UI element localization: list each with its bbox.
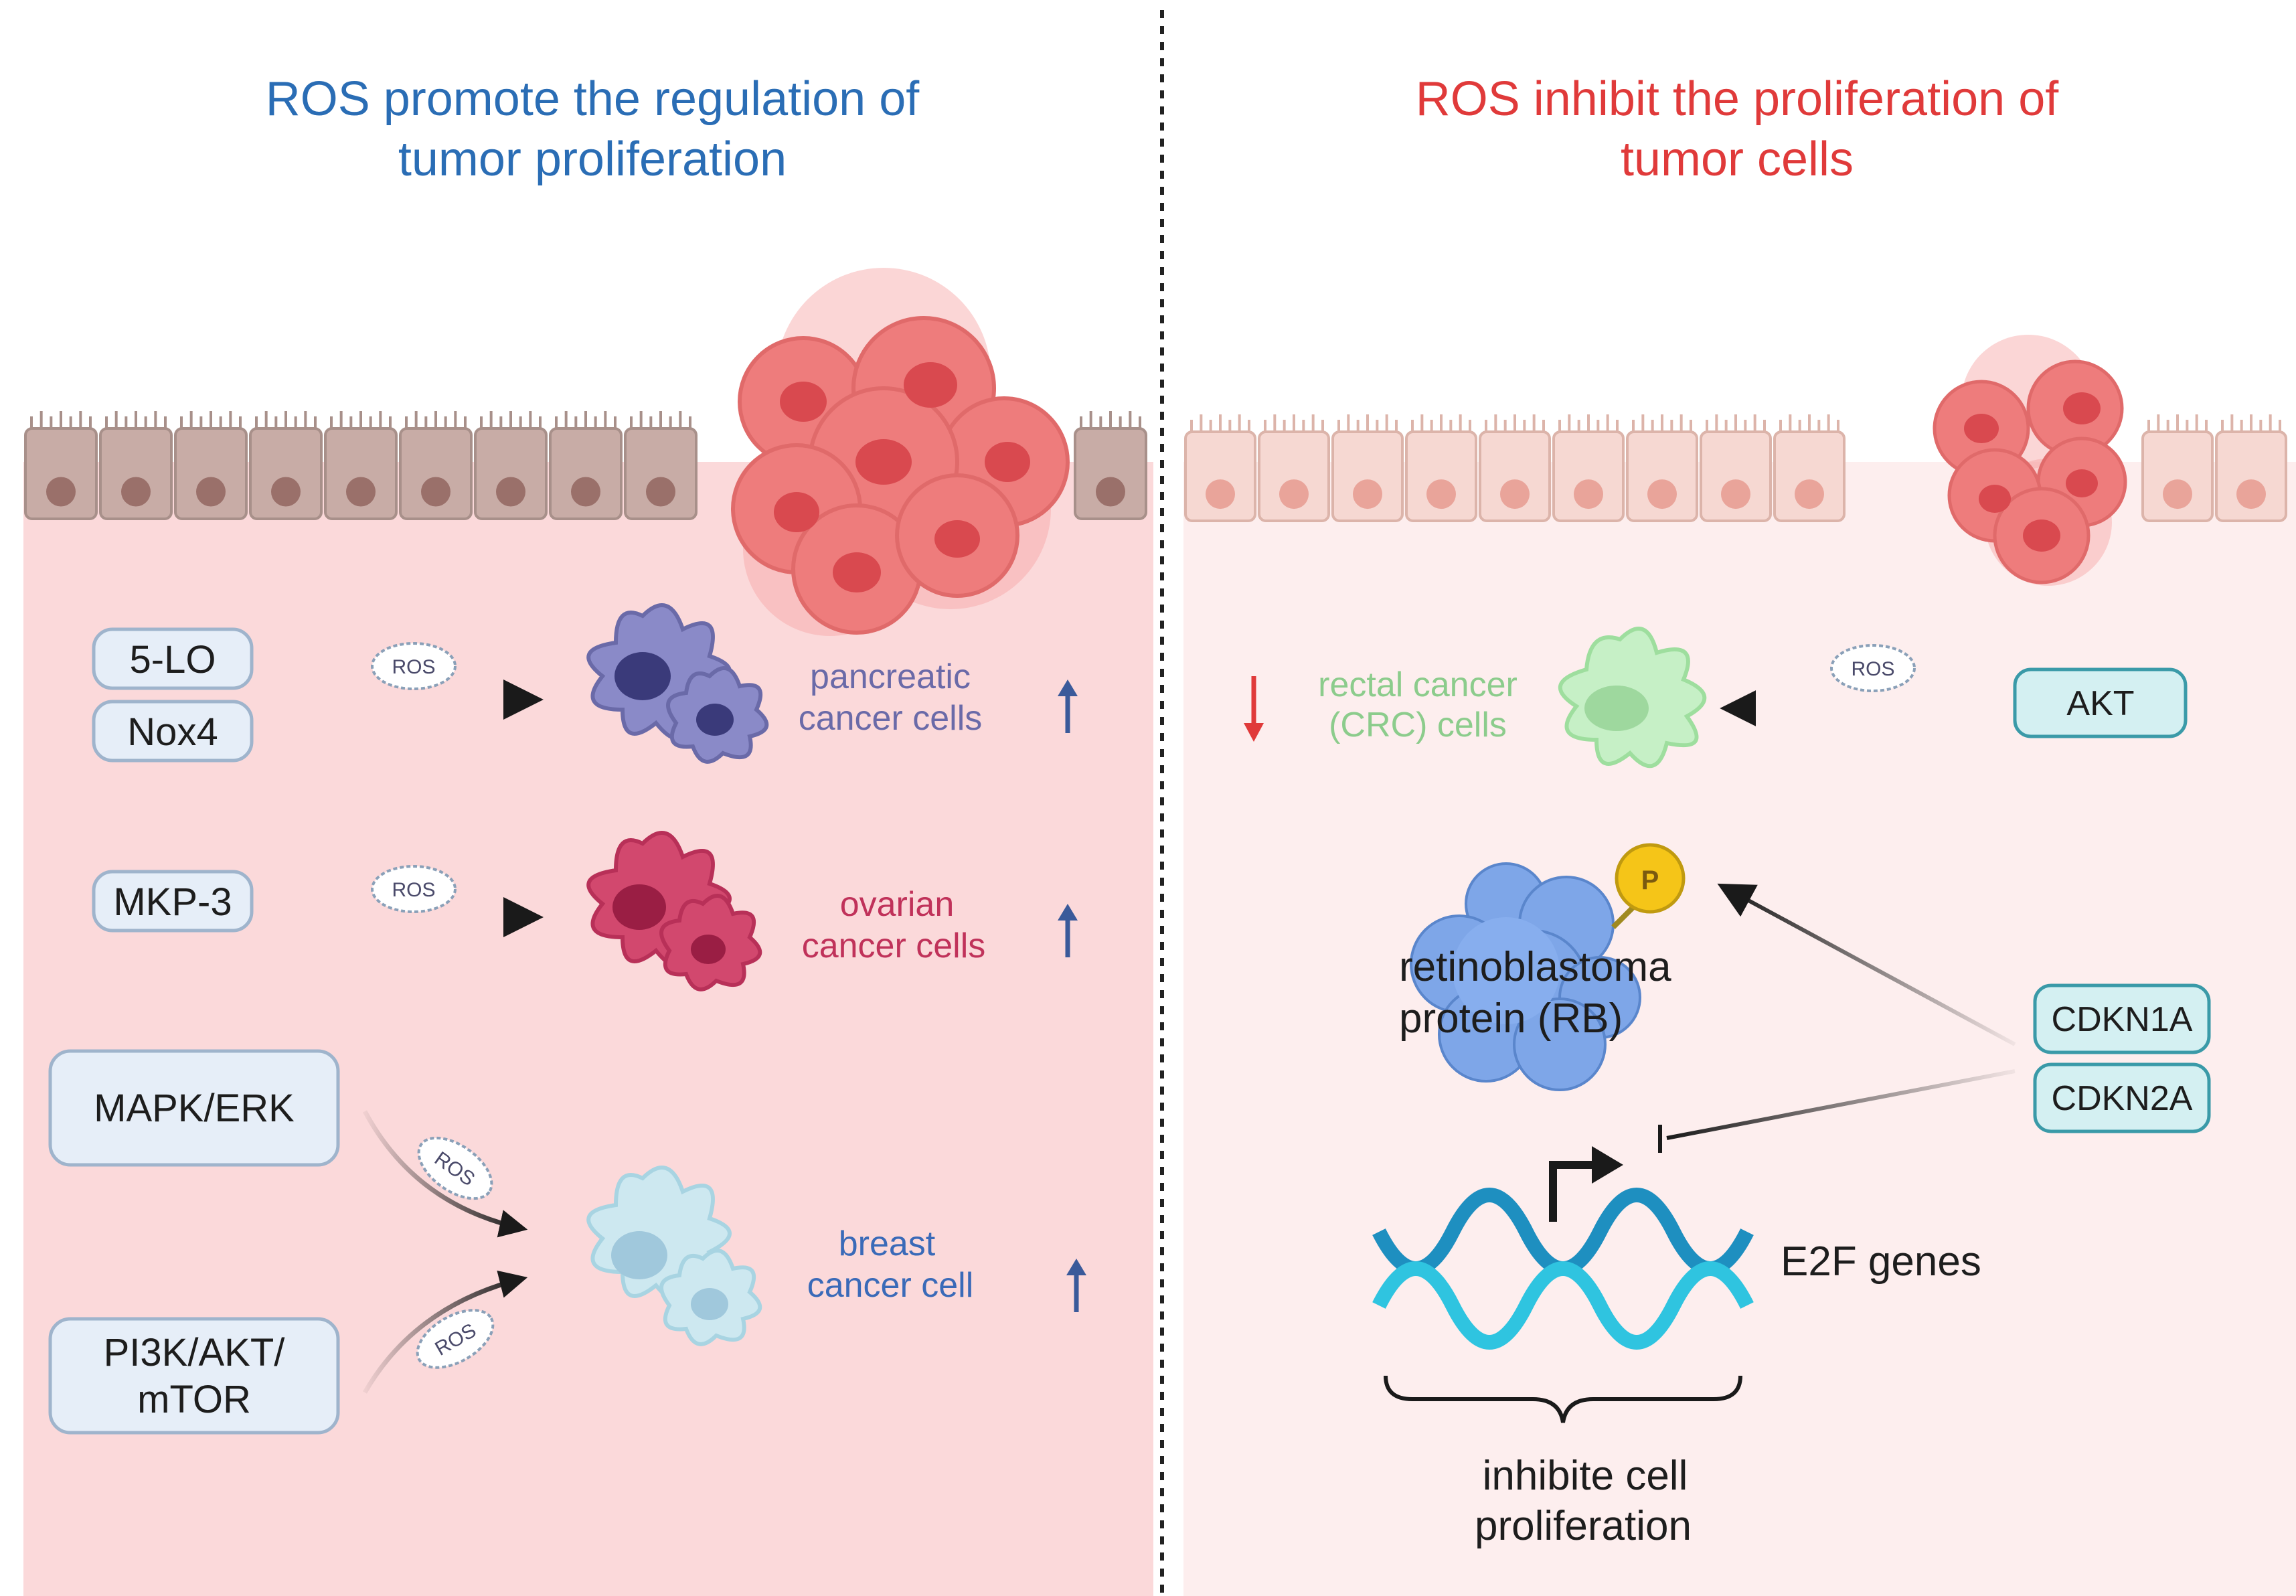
ovarian-up-arrow xyxy=(1058,904,1078,957)
left-epithelium xyxy=(24,411,1147,520)
epithelial-cell xyxy=(1700,414,1772,522)
svg-text:protein (RB): protein (RB) xyxy=(1399,995,1623,1042)
epithelial-cell xyxy=(24,411,98,520)
svg-text:5-LO: 5-LO xyxy=(130,638,216,682)
epithelial-cell xyxy=(249,411,323,520)
svg-text:ovarian: ovarian xyxy=(840,885,955,924)
right-title: ROS inhibit the proliferation of tumor c… xyxy=(1416,72,2060,186)
svg-text:Nox4: Nox4 xyxy=(127,710,218,754)
epithelial-cell xyxy=(1074,411,1147,520)
rectal-label: rectal cancer (CRC) cells xyxy=(1318,665,1518,744)
outcome-label: inhibite cell proliferation xyxy=(1475,1453,1692,1549)
svg-text:ROS: ROS xyxy=(1851,658,1894,680)
svg-text:E2F genes: E2F genes xyxy=(1781,1239,1981,1285)
dna-helix-icon xyxy=(1372,1188,1754,1350)
svg-text:retinoblastoma: retinoblastoma xyxy=(1399,944,1671,990)
ros-badge-akt: ROS xyxy=(1830,644,1916,692)
svg-text:mTOR: mTOR xyxy=(137,1378,251,1421)
right-panel xyxy=(1183,414,2296,1596)
pancreatic-cancer-cells-illustration xyxy=(586,603,769,764)
pancreatic-label: pancreatic cancer cells xyxy=(799,657,983,738)
left-title: ROS promote the regulation of tumor prol… xyxy=(266,72,920,186)
epithelial-cell xyxy=(549,411,623,520)
ros-badge-1: ROS xyxy=(371,642,457,690)
phospho-p-icon: P xyxy=(1615,843,1686,914)
svg-text:CDKN1A: CDKN1A xyxy=(2052,1000,2193,1039)
left-title-line1: ROS promote the regulation of xyxy=(266,72,920,126)
svg-text:PI3K/AKT/: PI3K/AKT/ xyxy=(104,1331,286,1374)
arrow-mapk-to-breast xyxy=(362,1110,528,1238)
svg-text:cancer cell: cancer cell xyxy=(807,1266,974,1305)
arrow-pi3k-to-breast xyxy=(362,1270,528,1394)
box-5-lo: 5-LO xyxy=(92,627,254,690)
inhibit-line-cdkn-to-e2f xyxy=(1666,1069,2016,1140)
breast-cancer-cells-illustration xyxy=(586,1166,762,1346)
box-cdkn1a: CDKN1A xyxy=(2033,983,2211,1054)
svg-text:(CRC) cells: (CRC) cells xyxy=(1329,706,1507,744)
breast-up-arrow xyxy=(1066,1259,1086,1312)
left-title-line2: tumor proliferation xyxy=(398,133,787,186)
epithelial-cell xyxy=(1331,414,1404,522)
svg-text:proliferation: proliferation xyxy=(1475,1503,1692,1549)
right-tumor-cluster xyxy=(1933,335,2127,586)
svg-text:P: P xyxy=(1641,866,1659,895)
right-title-line1: ROS inhibit the proliferation of xyxy=(1416,72,2060,126)
box-mapk-erk: MAPK/ERK xyxy=(48,1049,340,1167)
epithelial-cell xyxy=(1552,414,1625,522)
down-arrow-crc xyxy=(1244,676,1264,742)
svg-text:ROS: ROS xyxy=(392,879,435,901)
rb-protein-illustration xyxy=(1410,862,1642,1091)
ros-badge-4: ROS xyxy=(416,1309,495,1369)
transcription-start-arrow xyxy=(1549,1146,1623,1222)
e2f-label: E2F genes xyxy=(1781,1239,1981,1285)
epithelial-cell xyxy=(1405,414,1477,522)
svg-text:cancer cells: cancer cells xyxy=(799,699,983,738)
box-mkp-3: MKP-3 xyxy=(92,870,254,933)
epithelial-cell xyxy=(1626,414,1698,522)
breast-label: breast cancer cell xyxy=(807,1224,974,1305)
ovarian-label: ovarian cancer cells xyxy=(802,885,986,965)
svg-text:MKP-3: MKP-3 xyxy=(113,880,232,924)
svg-text:cancer cells: cancer cells xyxy=(802,927,986,965)
ros-badge-3: ROS xyxy=(417,1136,493,1200)
epithelial-cell xyxy=(99,411,173,520)
right-epithelium xyxy=(1184,414,2287,522)
ovarian-cancer-cells-illustration xyxy=(586,831,762,991)
epithelial-cell xyxy=(624,411,698,520)
arrow-cdkn1a-to-rb xyxy=(1717,883,2016,1046)
ros-badge-2: ROS xyxy=(371,865,457,913)
epithelial-cell xyxy=(2215,414,2287,522)
svg-text:breast: breast xyxy=(839,1224,936,1263)
pancreatic-up-arrow xyxy=(1058,680,1078,733)
svg-text:rectal cancer: rectal cancer xyxy=(1318,665,1518,704)
epithelial-cell xyxy=(2141,414,2214,522)
epithelial-cell xyxy=(399,411,473,520)
right-title-line2: tumor cells xyxy=(1621,133,1854,186)
epithelial-cell xyxy=(1773,414,1846,522)
epithelial-cell xyxy=(324,411,398,520)
svg-text:AKT: AKT xyxy=(2066,684,2134,723)
svg-text:pancreatic: pancreatic xyxy=(810,657,971,696)
rectal-cancer-cell-illustration xyxy=(1558,627,1707,769)
epithelial-cell xyxy=(474,411,548,520)
svg-text:inhibite cell: inhibite cell xyxy=(1483,1453,1688,1499)
box-nox4: Nox4 xyxy=(92,700,254,763)
svg-text:MAPK/ERK: MAPK/ERK xyxy=(94,1087,295,1130)
rb-label: retinoblastoma protein (RB) xyxy=(1399,944,1671,1042)
epithelial-cell xyxy=(174,411,248,520)
box-akt: AKT xyxy=(2013,667,2188,738)
epithelial-cell xyxy=(1184,414,1256,522)
svg-text:CDKN2A: CDKN2A xyxy=(2052,1079,2193,1118)
svg-text:ROS: ROS xyxy=(392,656,435,678)
box-cdkn2a: CDKN2A xyxy=(2033,1062,2211,1133)
epithelial-cell xyxy=(1258,414,1330,522)
brace xyxy=(1384,1375,1742,1423)
epithelial-cell xyxy=(1479,414,1551,522)
box-pi3k-akt-mtor: PI3K/AKT/ mTOR xyxy=(48,1317,340,1435)
left-tumor-cluster xyxy=(731,268,1070,636)
